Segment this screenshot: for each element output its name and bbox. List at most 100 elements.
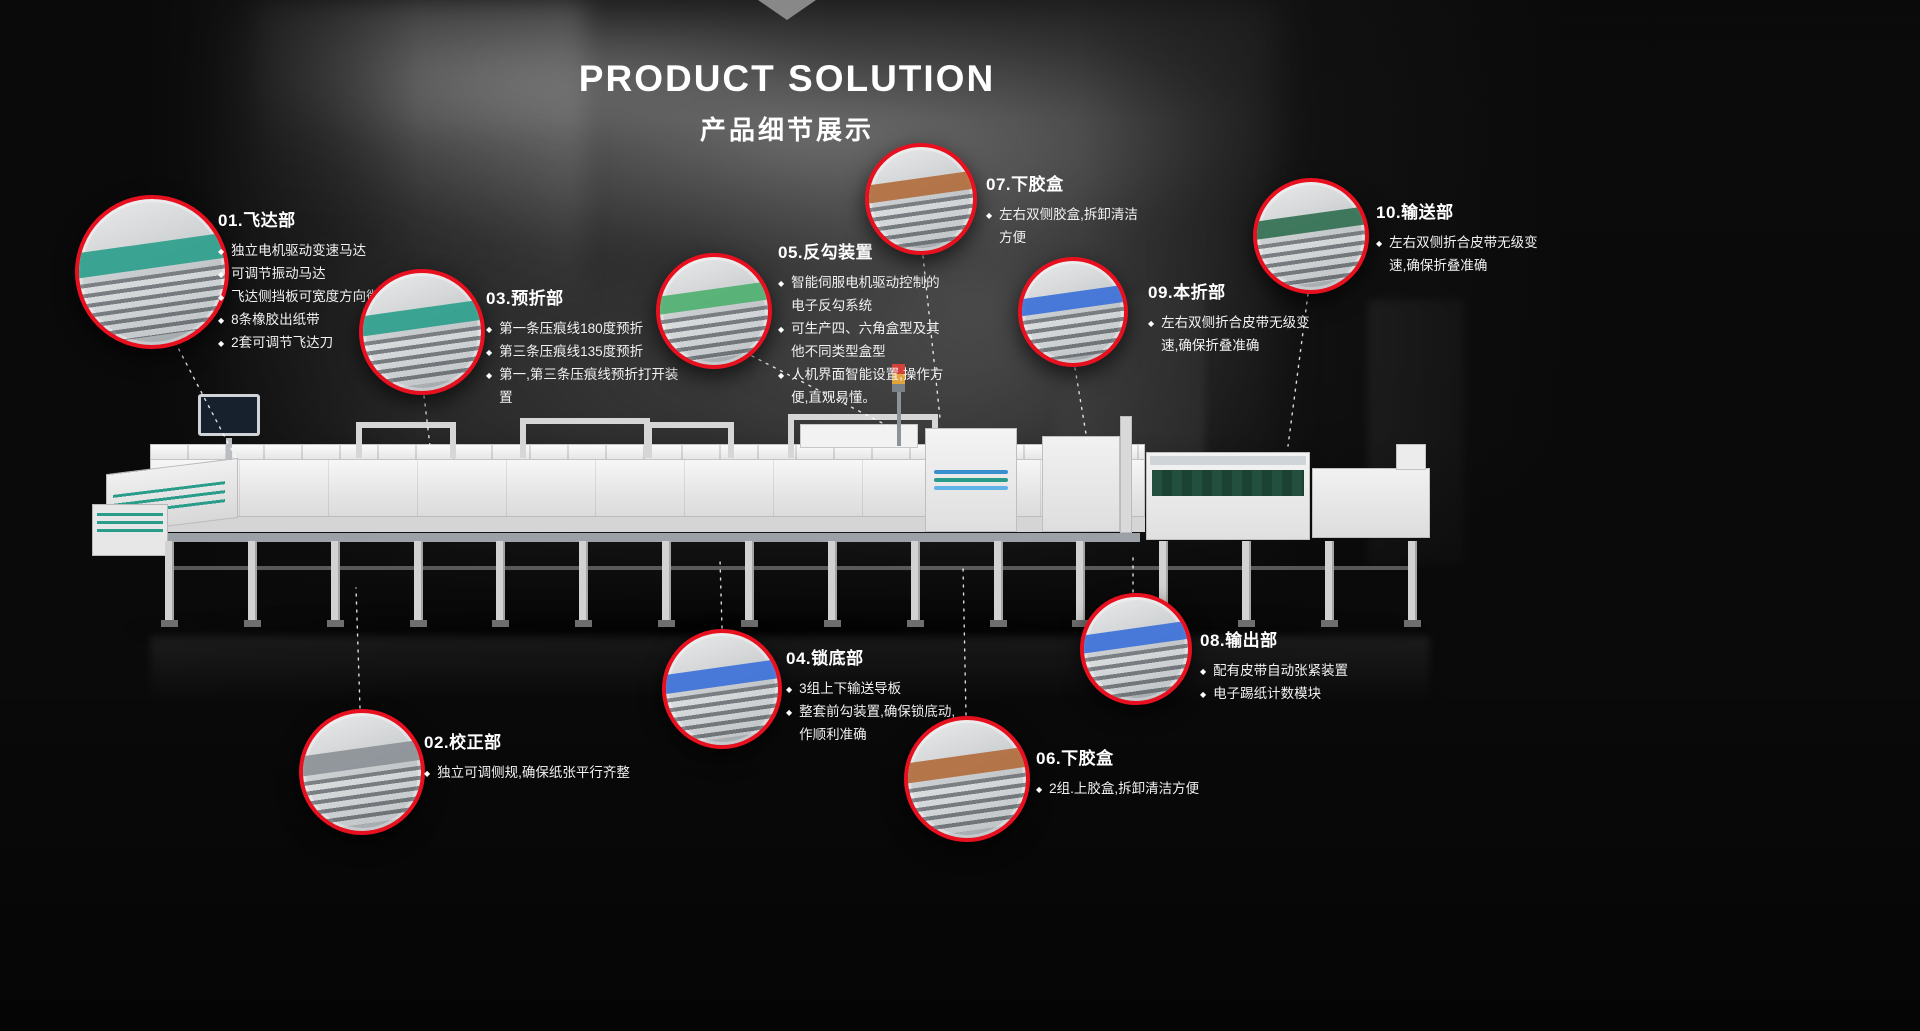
- machine-leg: [575, 541, 593, 627]
- callout-text: 01.飞达部 ◆独立电机驱动变速马达◆可调节振动马达◆飞达侧挡板可宽度方向微调◆…: [218, 206, 418, 355]
- diamond-bullet-icon: ◆: [218, 293, 225, 302]
- vertical-frame: [1120, 416, 1132, 533]
- monitor-arm: [226, 438, 232, 460]
- diamond-bullet-icon: ◆: [786, 685, 793, 694]
- feature-point-text: 整套前勾装置,确保锁底动,作顺利准确: [799, 704, 956, 742]
- callout-text: 05.反勾装置 ◆智能伺服电机驱动控制的电子反勾系统◆可生产四、六角盒型及其他不…: [778, 238, 950, 410]
- output-unit: [1146, 452, 1310, 540]
- detail-photo-circle-09: [1018, 257, 1128, 367]
- machine-leg: [243, 541, 261, 627]
- machine-leg: [492, 541, 510, 627]
- detail-photo-circle-06: [904, 716, 1030, 842]
- machine-leg: [906, 541, 924, 627]
- feature-point-text: 飞达侧挡板可宽度方向微调: [231, 289, 394, 304]
- diamond-bullet-icon: ◆: [1148, 319, 1155, 328]
- machine-leg: [409, 541, 427, 627]
- diamond-bullet-icon: ◆: [218, 247, 225, 256]
- callout-title: 07.下胶盒: [986, 175, 1064, 194]
- feature-point-text: 第一条压痕线180度预折: [499, 321, 644, 336]
- feature-point-text: 左右双侧折合皮带无级变速,确保折叠准确: [1389, 235, 1538, 273]
- callout-points: ◆ 左右双侧折合皮带无级变速,确保折叠准确: [1376, 232, 1544, 278]
- callout-title: 08.输出部: [1200, 631, 1278, 650]
- feature-point: ◆ 电子踢纸计数模块: [1200, 683, 1435, 706]
- diamond-bullet-icon: ◆: [486, 371, 493, 380]
- side-conveyor-belts: [97, 513, 163, 535]
- feature-point-text: 第三条压痕线135度预折: [499, 344, 644, 359]
- callout-text: 06.下胶盒 ◆2组.上胶盒,拆卸清洁方便: [1036, 744, 1291, 801]
- diamond-bullet-icon: ◆: [218, 316, 225, 325]
- callout-points: ◆ 第一条压痕线180度预折 ◆ 第三条压痕线135度预折 ◆ 第一,第三条压痕线预折打开…: [486, 318, 681, 410]
- callout-text: 10.输送部 ◆ 左右双侧折合皮带无级变速,确保折叠准确: [1376, 198, 1544, 278]
- feature-point: ◆可调节振动马达: [218, 263, 418, 286]
- feature-point: ◆整套前勾装置,确保锁底动,作顺利准确: [786, 701, 961, 747]
- feature-point-text: 电子踢纸计数模块: [1213, 686, 1322, 701]
- page-title: PRODUCT SOLUTION: [578, 58, 996, 99]
- feature-point: ◆独立可调侧规,确保纸张平行齐整: [424, 762, 669, 785]
- feature-point: ◆8条橡胶出纸带: [218, 309, 418, 332]
- callout-points: ◆独立电机驱动变速马达◆可调节振动马达◆飞达侧挡板可宽度方向微调◆8条橡胶出纸带…: [218, 240, 418, 355]
- control-monitor: [198, 394, 260, 436]
- connector-line: [751, 355, 889, 427]
- feature-point: ◆2套可调节飞达刀: [218, 332, 418, 355]
- callout-text: 08.输出部 ◆ 配有皮带自动张紧装置 ◆ 电子踢纸计数模块: [1200, 626, 1435, 706]
- feature-point: ◆ 第一条压痕线180度预折: [486, 318, 681, 341]
- feature-point: ◆ 第一,第三条压痕线预折打开装置: [486, 364, 681, 410]
- feature-point-text: 3组上下输送导板: [799, 681, 902, 696]
- callout-text: 03.预折部 ◆ 第一条压痕线180度预折 ◆ 第三条压痕线135度预折 ◆ 第一,第三条…: [486, 284, 681, 410]
- callout-title: 02.校正部: [424, 733, 502, 752]
- section-header: PRODUCT SOLUTION 产品细节展示: [0, 58, 1574, 147]
- fold-cabinet: [1042, 436, 1120, 532]
- callout-points: ◆左右双侧胶盒,拆卸清洁方便: [986, 204, 1151, 250]
- feature-point-text: 可生产四、六角盒型及其他不同类型盒型: [791, 320, 940, 359]
- feature-point: ◆ 第三条压痕线135度预折: [486, 341, 681, 364]
- callout-title: 05.反勾装置: [778, 243, 874, 262]
- detail-photo-circle-07: [865, 143, 977, 255]
- detail-photo-circle-05: [656, 253, 772, 369]
- feature-point-text: 配有皮带自动张紧装置: [1213, 663, 1349, 678]
- callout-title: 10.输送部: [1376, 203, 1454, 222]
- machine-leg: [658, 541, 676, 627]
- feature-point-text: 人机界面智能设置,操作方便,直观易懂。: [791, 366, 944, 405]
- feature-point: ◆左右双侧折合皮带无级变速,确保折叠准确: [1148, 312, 1316, 358]
- callout-text: 07.下胶盒 ◆左右双侧胶盒,拆卸清洁方便: [986, 170, 1151, 250]
- callout-title: 09.本折部: [1148, 283, 1226, 302]
- diamond-bullet-icon: ◆: [486, 325, 493, 334]
- callout-title: 06.下胶盒: [1036, 749, 1114, 768]
- machine-under-frame: [158, 533, 1140, 542]
- detail-photo-circle-03: [359, 269, 485, 395]
- feature-point-text: 智能伺服电机驱动控制的电子反勾系统: [791, 275, 940, 313]
- signal-light-orange: [892, 374, 905, 384]
- detail-photo-circle-01: [75, 195, 229, 349]
- feature-point: ◆可生产四、六角盒型及其他不同类型盒型: [778, 318, 950, 364]
- feature-point: ◆ 左右双侧折合皮带无级变速,确保折叠准确: [1376, 232, 1544, 278]
- background-fade-overlay: [0, 0, 1920, 700]
- feature-point: ◆ 3组上下输送导板: [786, 678, 961, 701]
- machine-leg: [1321, 541, 1339, 627]
- feature-point-text: 独立可调侧规,确保纸张平行齐整: [437, 765, 630, 780]
- feature-point-text: 第一,第三条压痕线预折打开装置: [499, 367, 679, 405]
- diamond-bullet-icon: ◆: [1376, 239, 1383, 248]
- machine-leg: [741, 541, 759, 627]
- feature-point: ◆智能伺服电机驱动控制的电子反勾系统: [778, 272, 950, 318]
- machine-leg: [1072, 541, 1090, 627]
- machine-leg: [989, 541, 1007, 627]
- diamond-bullet-icon: ◆: [486, 348, 493, 357]
- delivery-table: [1312, 468, 1430, 538]
- diamond-bullet-icon: ◆: [986, 211, 993, 220]
- callout-points: ◆ 3组上下输送导板 ◆整套前勾装置,确保锁底动,作顺利准确: [786, 678, 961, 747]
- callout-points: ◆左右双侧折合皮带无级变速,确保折叠准确: [1148, 312, 1316, 358]
- diamond-bullet-icon: ◆: [1200, 690, 1207, 699]
- connector-line: [174, 341, 239, 463]
- delivery-table-box: [1396, 444, 1426, 470]
- callout-title: 03.预折部: [486, 289, 564, 308]
- callout-title: 01.飞达部: [218, 211, 296, 230]
- machine-leg: [326, 541, 344, 627]
- cabinet-hose: [934, 486, 1008, 490]
- gantry-frame: [646, 422, 734, 458]
- callout-text: 09.本折部 ◆左右双侧折合皮带无级变速,确保折叠准确: [1148, 278, 1316, 358]
- feature-point-text: 2套可调节飞达刀: [231, 335, 334, 350]
- detail-photo-circle-04: [662, 629, 782, 749]
- page-subtitle: 产品细节展示: [699, 115, 874, 145]
- callout-points: ◆ 配有皮带自动张紧装置 ◆ 电子踢纸计数模块: [1200, 660, 1435, 706]
